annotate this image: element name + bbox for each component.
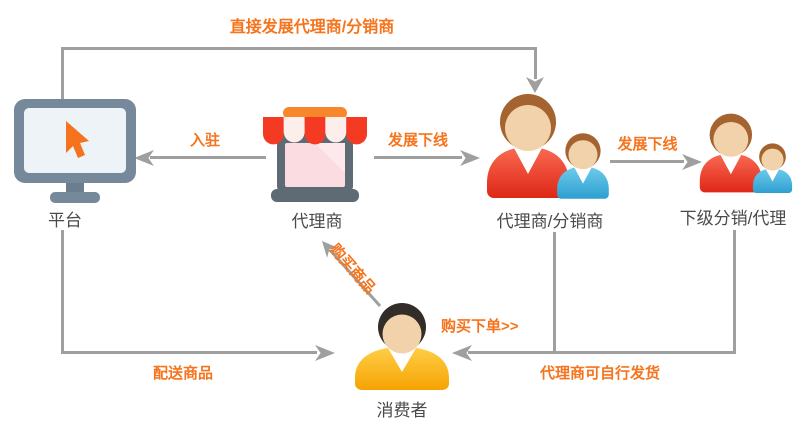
arrow-label-deliver: 配送商品 bbox=[152, 365, 213, 382]
connector-platform-down bbox=[61, 230, 64, 354]
node-label-sub-distributor: 下级分销/代理 bbox=[679, 209, 787, 228]
arrow-label-develop-2: 发展下线 bbox=[617, 136, 678, 153]
arrow-label-direct-develop: 直接发展代理商/分销商 bbox=[229, 19, 395, 36]
storefront-icon bbox=[263, 107, 367, 202]
people-pair-small-icon bbox=[699, 113, 793, 193]
people-pair-icon bbox=[487, 94, 609, 199]
connector-buy-goods bbox=[322, 241, 382, 307]
connector-platform-up bbox=[61, 47, 64, 103]
node-label-agent-distributor: 代理商/分销商 bbox=[496, 212, 604, 231]
arrowhead-upleft-icon bbox=[322, 241, 339, 258]
connector-subdistributor-down bbox=[733, 230, 736, 353]
cursor-icon bbox=[66, 121, 89, 158]
arrowhead-down-icon bbox=[526, 77, 544, 93]
arrowhead-right-icon bbox=[315, 345, 335, 361]
connector-deliver bbox=[61, 351, 317, 354]
person-icon bbox=[355, 303, 449, 390]
connector-distributor-down bbox=[553, 232, 556, 353]
connector-top-down bbox=[534, 47, 537, 79]
node-label-platform: 平台 bbox=[48, 211, 82, 230]
arrow-label-develop-1: 发展下线 bbox=[387, 132, 448, 149]
connector-join bbox=[150, 156, 266, 159]
connector-selfship bbox=[468, 351, 736, 354]
connector-top-horizontal bbox=[61, 47, 537, 50]
arrow-label-agent-self-ship: 代理商可自行发货 bbox=[540, 365, 661, 382]
connector-develop-2 bbox=[610, 160, 684, 163]
arrowhead-right-icon bbox=[460, 150, 480, 166]
node-label-agent: 代理商 bbox=[291, 212, 343, 231]
arrow-label-join: 入驻 bbox=[189, 132, 220, 149]
arrow-label-place-order: 购买下单>> bbox=[441, 318, 519, 335]
node-label-consumer: 消费者 bbox=[376, 401, 428, 420]
monitor-cursor-icon bbox=[14, 99, 136, 203]
connector-develop-1 bbox=[374, 156, 462, 159]
